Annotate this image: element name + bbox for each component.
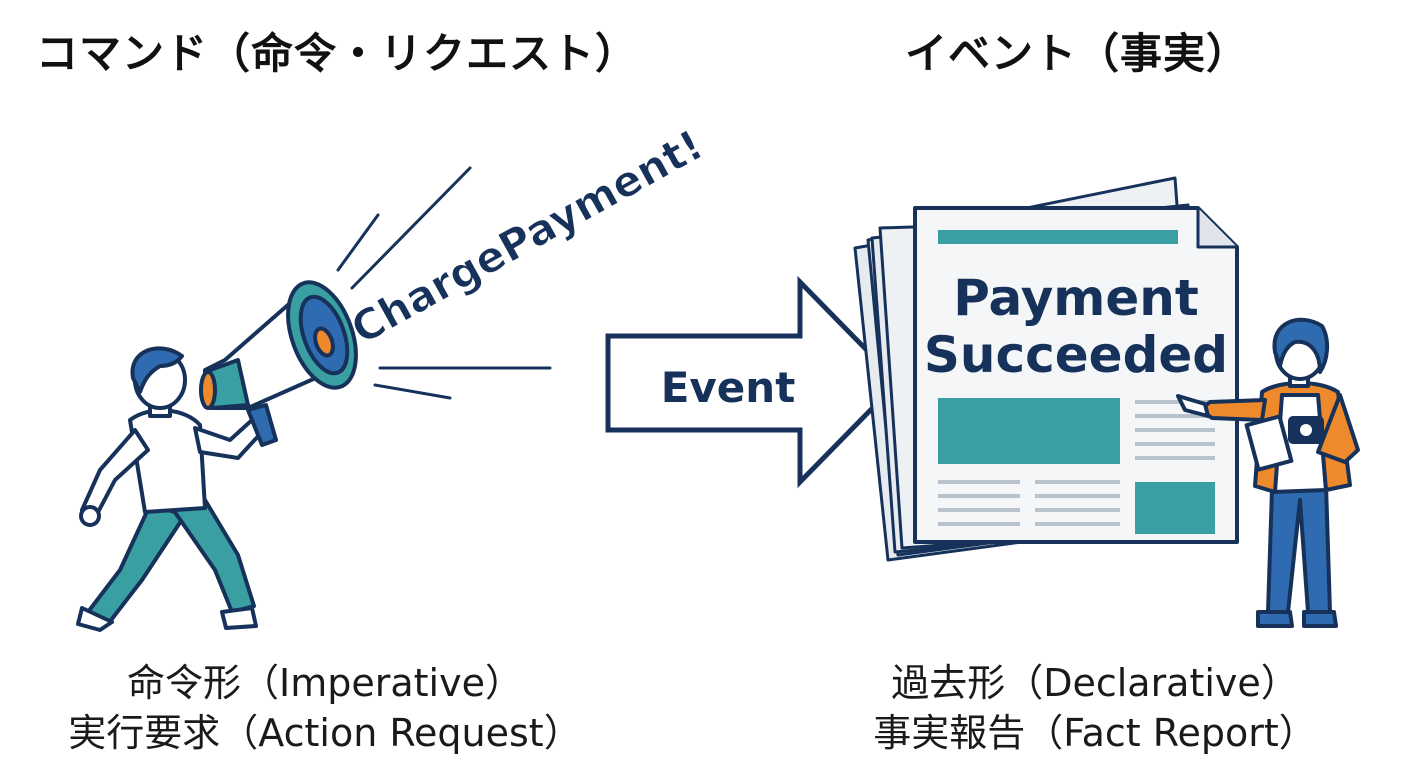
event-caption-line2: 事実報告（Fact Report） — [873, 711, 1317, 755]
newspaper-content: Payment Succeeded — [924, 230, 1228, 534]
shout-text: ChargePayment! — [343, 120, 711, 354]
headline-line2: Succeeded — [924, 326, 1228, 384]
reporter-illustration — [1176, 317, 1360, 628]
command-caption: 命令形（Imperative） 実行要求（Action Request） — [20, 658, 630, 758]
event-caption: 過去形（Declarative） 事実報告（Fact Report） — [790, 658, 1400, 758]
command-caption-line2: 実行要求（Action Request） — [68, 711, 582, 755]
headline-line1: Payment — [953, 269, 1199, 327]
sound-lines — [336, 166, 552, 400]
event-heading: イベント（事実） — [905, 29, 1250, 78]
event-arrow: Event — [605, 275, 902, 489]
command-heading: コマンド（命令・リクエスト） — [36, 29, 639, 78]
command-caption-line1: 命令形（Imperative） — [127, 661, 523, 705]
arrow-label: Event — [661, 363, 796, 412]
event-caption-line1: 過去形（Declarative） — [891, 661, 1299, 705]
megaphone-person-illustration — [76, 280, 358, 632]
